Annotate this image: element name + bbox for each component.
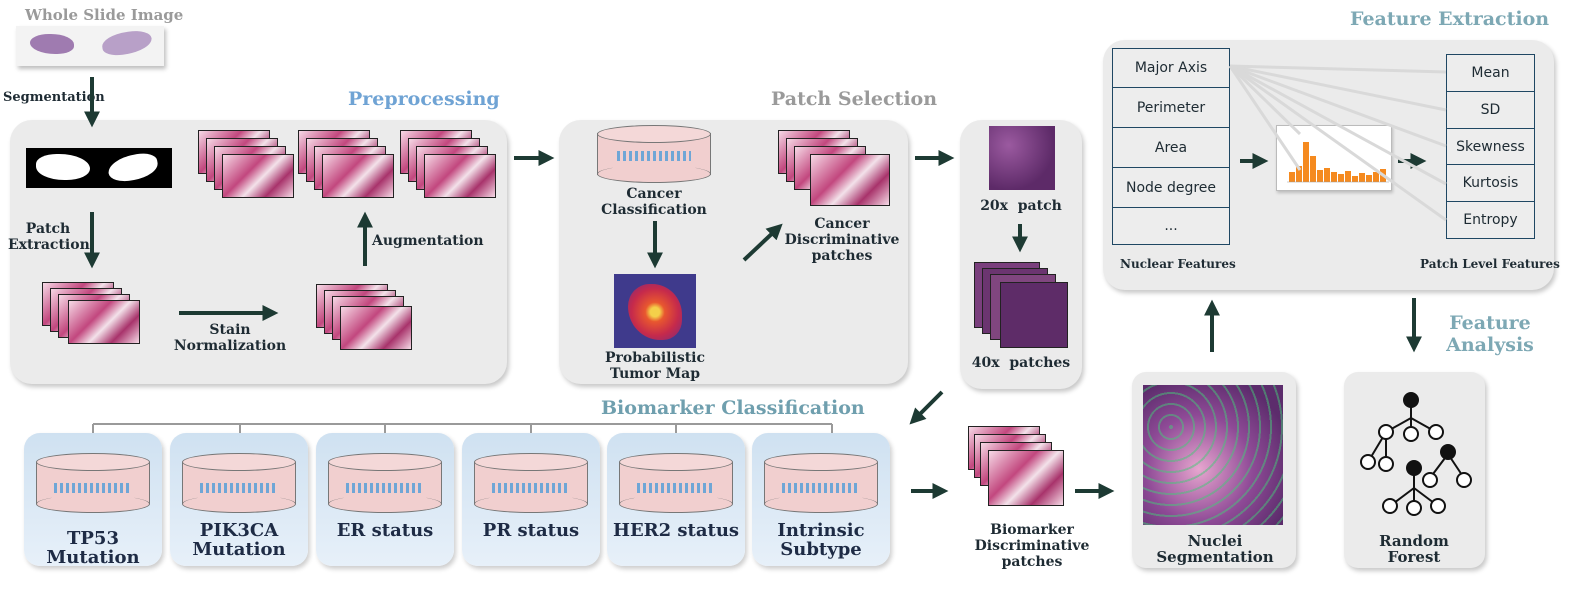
- cancer-patches-label: Cancer Discriminative patches: [784, 216, 900, 264]
- neural-network-cylinder-icon: [328, 453, 442, 515]
- feature-analysis-title: Feature Analysis: [1446, 312, 1534, 356]
- cancer-classification-label: Cancer Classification: [601, 186, 707, 218]
- segmentation-mask: [26, 148, 172, 188]
- mask-blob-icon: [36, 154, 90, 180]
- preprocessing-title: Preprocessing: [348, 88, 500, 110]
- biomarker-card-pik3ca: PIK3CA Mutation: [170, 433, 308, 566]
- arrow-diagonal: [909, 390, 944, 425]
- biomarker-label: HER2 status: [612, 520, 740, 541]
- nuclei-segmentation-label: Nuclei Segmentation: [1156, 532, 1274, 566]
- random-forest-tree-icon: [1356, 388, 1474, 518]
- biomarker-card-er: ER status: [316, 433, 454, 566]
- patch-20x-image: [989, 126, 1055, 190]
- stat-sd: SD: [1446, 91, 1535, 129]
- biomarker-label: PIK3CA Mutation: [192, 520, 286, 560]
- biomarker-card-her2: HER2 status: [607, 433, 745, 566]
- biomarker-label: Intrinsic Subtype: [777, 520, 865, 560]
- neural-network-cylinder-icon: [764, 453, 878, 515]
- wsi-title: Whole Slide Image: [25, 6, 184, 24]
- cancer-model-icon: [597, 125, 711, 183]
- feature-node-degree: Node degree: [1112, 167, 1230, 208]
- nuclei-segmentation-image: [1143, 385, 1283, 525]
- patch-selection-title: Patch Selection: [771, 88, 938, 110]
- feature-major-axis: Major Axis: [1112, 48, 1230, 88]
- neural-network-cylinder-icon: [182, 453, 296, 515]
- patches-40x-label: 40x patches: [971, 355, 1071, 371]
- biomarker-label: ER status: [336, 520, 434, 541]
- biomarker-card-tp53: TP53 Mutation: [24, 433, 162, 568]
- tissue-section-icon: [30, 34, 74, 54]
- biomarker-label: PR status: [482, 520, 580, 541]
- augmentation-label: Augmentation: [372, 233, 484, 249]
- biomarker-label: TP53 Mutation: [46, 528, 140, 568]
- feature-ellipsis: ...: [1112, 207, 1230, 245]
- feature-perimeter: Perimeter: [1112, 87, 1230, 128]
- random-forest-label: Random Forest: [1379, 532, 1449, 566]
- biomarker-classification-title: Biomarker Classification: [601, 397, 865, 419]
- stat-mean: Mean: [1446, 54, 1535, 92]
- segmentation-label: Segmentation: [3, 90, 105, 105]
- patch-extraction-label: Patch Extraction: [8, 221, 90, 253]
- stain-normalization-label: Stain Normalization: [173, 322, 287, 354]
- arrow-diagonal: [742, 223, 783, 262]
- patch-features-label: Patch Level Features: [1420, 257, 1560, 271]
- biomarker-card-pr: PR status: [462, 433, 600, 566]
- biomarker-card-intrinsic-subtype: Intrinsic Subtype: [752, 433, 890, 566]
- histogram-icon: [1276, 125, 1392, 191]
- neural-network-cylinder-icon: [619, 453, 733, 515]
- biomarker-patches-label: Biomarker Discriminative patches: [974, 522, 1090, 570]
- neural-network-cylinder-icon: [474, 453, 588, 515]
- stat-entropy: Entropy: [1446, 201, 1535, 239]
- nuclear-features-label: Nuclear Features: [1120, 257, 1236, 271]
- tumor-map-image: [614, 274, 696, 348]
- neural-network-cylinder-icon: [36, 453, 150, 515]
- patch-20x-label: 20x patch: [980, 198, 1062, 214]
- feature-extraction-title: Feature Extraction: [1350, 8, 1550, 30]
- tumor-map-label: Probabilistic Tumor Map: [604, 350, 706, 382]
- whole-slide-image: [16, 26, 164, 66]
